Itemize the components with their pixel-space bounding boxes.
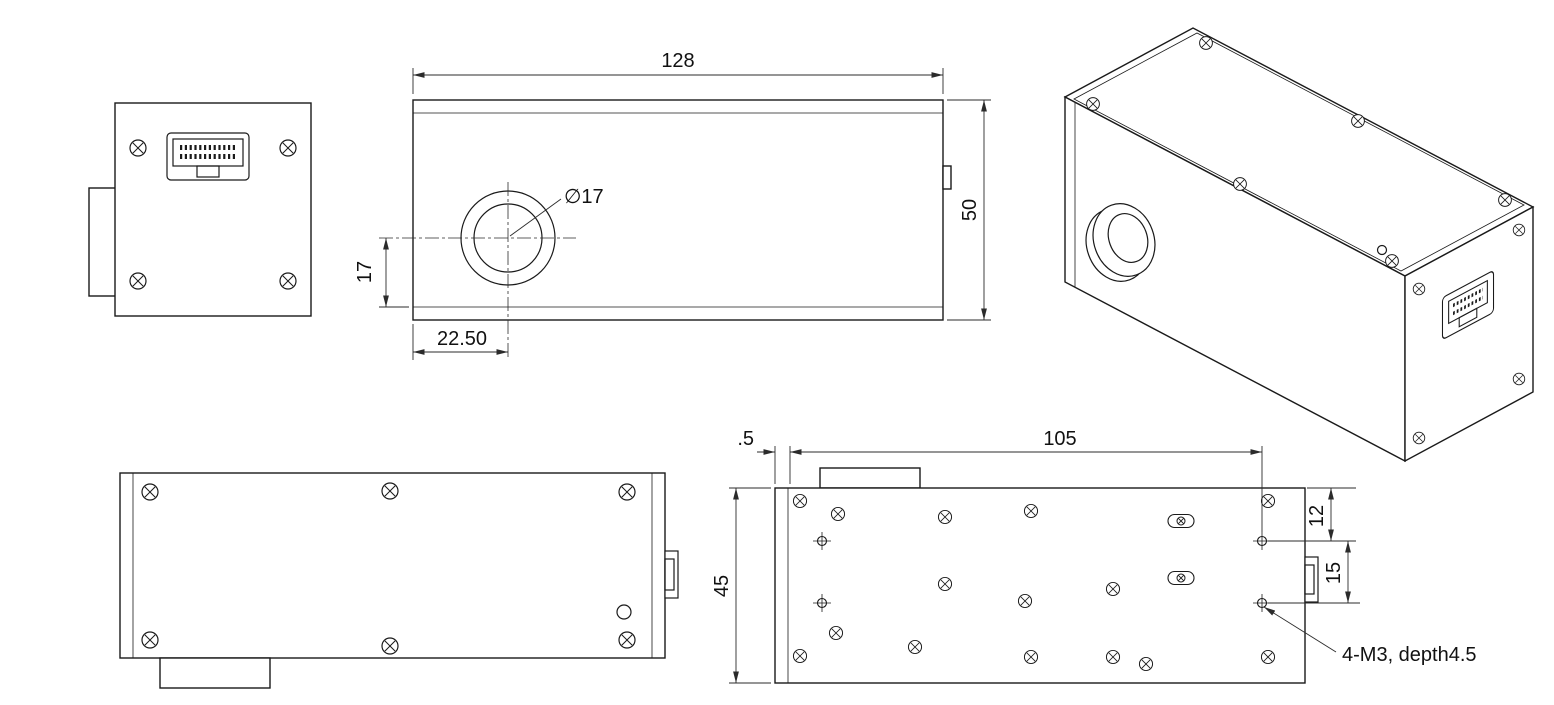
screw-icon [129, 272, 147, 290]
iso-connector-face [1404, 205, 1534, 463]
bottom-view-dimensions: .5 105 45 12 15 4-M3, depth4.5 [711, 428, 1477, 684]
screw-icon [1385, 254, 1399, 268]
slot-hole-icon [1167, 570, 1195, 586]
screw-icon [907, 639, 923, 655]
dim-hole-row-offset-label: 12 [1306, 505, 1328, 527]
screw-icon [1086, 97, 1100, 111]
screw-icon [937, 576, 953, 592]
slot-hole-icon [1167, 513, 1195, 529]
dim-height-label: 50 [959, 199, 981, 221]
dim-length-label: 128 [661, 50, 694, 72]
screw-icon [141, 483, 159, 501]
screw-icon [937, 509, 953, 525]
screw-icon [381, 482, 399, 500]
screw-icon [141, 631, 159, 649]
screw-icon [1260, 649, 1276, 665]
screw-icon [1233, 177, 1247, 191]
screw-icon [792, 648, 808, 664]
dim-edge-offset-label: .5 [737, 428, 754, 450]
screw-icon [1138, 656, 1154, 672]
connector-shell [166, 132, 250, 181]
connector-pins-row [1453, 295, 1483, 316]
screw-icon [1512, 372, 1526, 386]
front-view-dimensions: 128 50 17 22.50 ∅17 [354, 50, 991, 360]
screw-icon [830, 506, 846, 522]
connector-side-tab [1304, 556, 1319, 603]
mount-flange [159, 657, 271, 689]
connector [166, 132, 250, 181]
screw-icon [1105, 649, 1121, 665]
screw-icon [1017, 593, 1033, 609]
screw-icon [1023, 503, 1039, 519]
connector-profile [664, 550, 679, 599]
dim-hole-span-label: 105 [1043, 428, 1076, 450]
connector-profile-inner [1304, 564, 1315, 595]
isometric-view [1063, 27, 1535, 463]
screw-icon [279, 272, 297, 290]
iso-connector [1441, 271, 1495, 339]
iso-lens [1085, 203, 1156, 282]
top-view [119, 472, 679, 689]
connector-profile [1304, 556, 1319, 603]
dim-width-label: 45 [711, 575, 733, 597]
screw-icon [618, 631, 636, 649]
mount-flange [819, 467, 921, 489]
back-view [88, 102, 312, 317]
screw-icon [1498, 193, 1512, 207]
iso-top-face-seam [1073, 32, 1525, 272]
pilot-hole [616, 604, 632, 620]
screw-icon [1199, 36, 1213, 50]
connector-latch [196, 165, 220, 178]
screw-icon [1412, 282, 1426, 296]
screw-icon [1351, 114, 1365, 128]
dim-lens-offset-label: 22.50 [437, 328, 487, 350]
thread-note-label: 4-M3, depth4.5 [1342, 644, 1477, 666]
screw-icon [1412, 431, 1426, 445]
screw-icon [129, 139, 147, 157]
side-tab [942, 165, 952, 190]
screw-icon [1512, 223, 1526, 237]
leader-line [1263, 606, 1337, 653]
bottom-view: .5 105 45 12 15 4-M3, depth4.5 [711, 428, 1477, 684]
screw-icon [618, 483, 636, 501]
side-tab [88, 187, 117, 297]
lens-bore [1107, 213, 1149, 263]
top-face-outline [119, 472, 666, 659]
screw-icon [1105, 581, 1121, 597]
connector-latch [1458, 307, 1478, 328]
leader-line [509, 198, 562, 237]
connector-profile-inner [664, 558, 675, 591]
dim-lens-height-label: 17 [354, 261, 376, 283]
screw-icon [381, 637, 399, 655]
pilot-hole [1376, 244, 1388, 256]
screw-icon [1023, 649, 1039, 665]
screw-icon [792, 493, 808, 509]
screw-icon [828, 625, 844, 641]
connector-side-tab [664, 550, 679, 599]
connector-pins-row [1453, 287, 1483, 308]
screw-icon [1260, 493, 1276, 509]
front-view: 128 50 17 22.50 ∅17 [354, 50, 991, 360]
screw-icon [279, 139, 297, 157]
bottom-face-outline [774, 487, 1306, 684]
dim-lens-diameter-label: ∅17 [564, 186, 604, 208]
dim-hole-row-pitch-label: 15 [1323, 562, 1345, 584]
